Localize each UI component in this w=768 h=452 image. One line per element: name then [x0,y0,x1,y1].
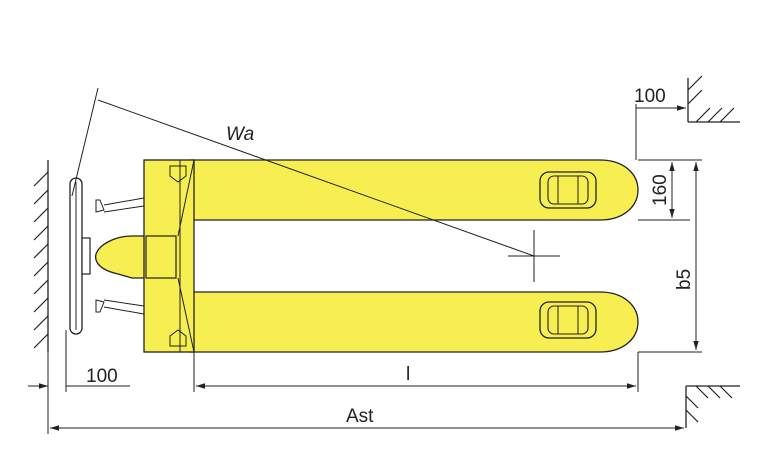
lower-roller [539,301,597,339]
top-clearance-label: 100 [634,86,666,107]
fork-width-dimension [638,159,702,221]
overall-width-label: b5 [674,269,695,290]
tiller-handle [69,177,145,335]
turning-radius-line [71,87,560,282]
top-clearance-dimension [635,104,686,160]
upper-fork [189,159,639,221]
upper-roller [539,171,597,209]
chassis [143,159,195,353]
fork-width-label: 160 [650,174,671,206]
left-wall [33,160,49,352]
bottom-right-wall [685,385,740,428]
overall-width-dimension [638,162,702,353]
aisle-width-dimension [47,352,684,434]
rear-clearance-dimension [28,330,130,392]
top-right-wall [687,75,740,123]
aisle-width-label: Ast [346,406,374,427]
fork-length-label: l [406,364,410,385]
rear-clearance-label: 100 [86,366,118,387]
lower-fork [189,291,639,353]
fork-length-dimension [193,352,639,392]
wa-label: Wa [226,124,254,145]
